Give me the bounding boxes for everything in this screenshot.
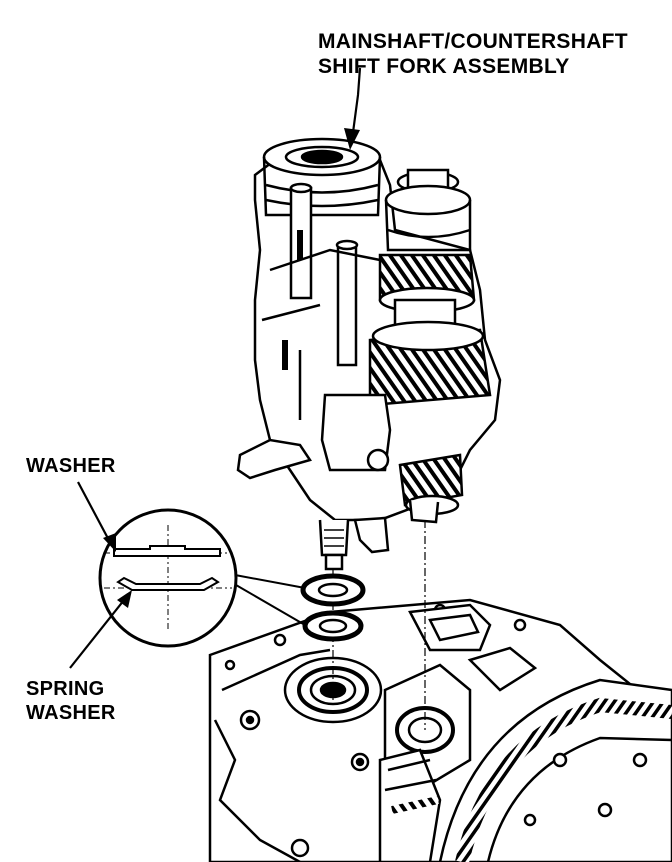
shift-fork-assembly xyxy=(236,137,502,571)
washer-arrowhead xyxy=(103,533,116,552)
washer-detail-callout xyxy=(98,508,306,648)
washer-part xyxy=(300,573,366,607)
transmission-case xyxy=(208,598,672,862)
assembly-label-line-1: MAINSHAFT/COUNTERSHAFT xyxy=(318,30,628,53)
spring-washer-label: SPRING WASHER xyxy=(26,678,116,725)
assembly-arrowhead xyxy=(344,128,360,150)
washer-label-arrow xyxy=(77,481,113,547)
spring-washer-arrowhead xyxy=(117,590,132,608)
spring-washer-label-line-1: SPRING xyxy=(26,678,105,700)
spring-washer-label-line-2: WASHER xyxy=(26,701,116,724)
assembly-label: MAINSHAFT/COUNTERSHAFT SHIFT FORK ASSEMB… xyxy=(318,30,628,80)
spring-washer-label-arrow xyxy=(69,594,129,669)
spring-washer-part xyxy=(302,610,364,642)
washer-label: WASHER xyxy=(26,455,116,477)
assembly-label-line-2: SHIFT FORK ASSEMBLY xyxy=(318,54,570,78)
